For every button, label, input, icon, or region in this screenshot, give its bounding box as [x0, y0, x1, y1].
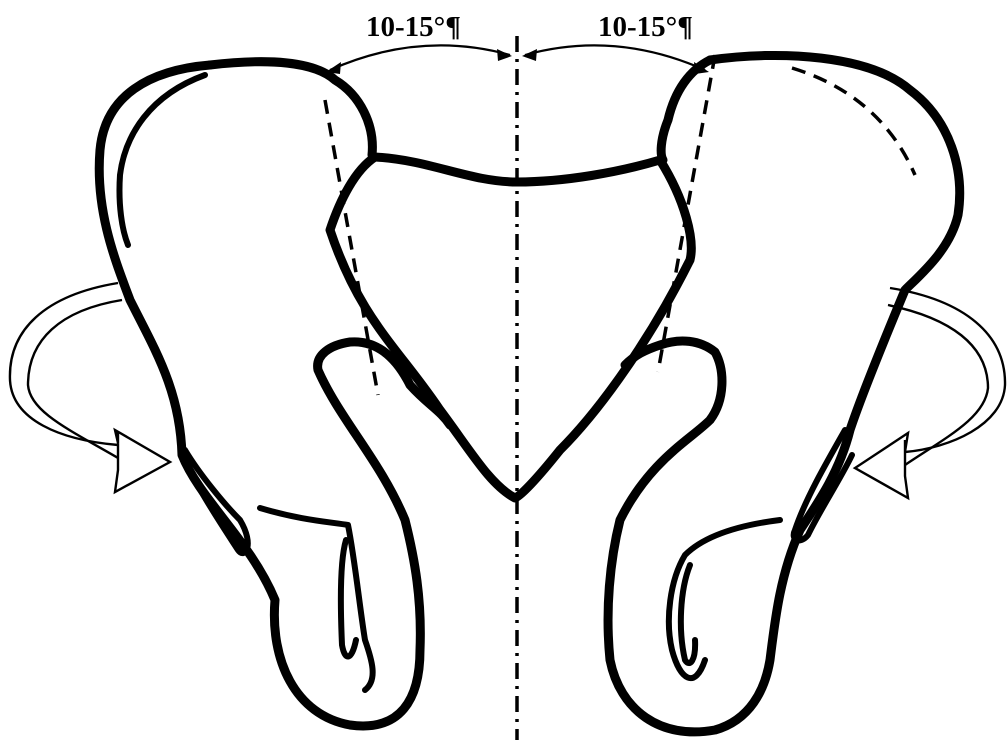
- left-rotation-arrow: [10, 283, 170, 492]
- left-angle-arc: [326, 45, 512, 74]
- sacrum: [330, 157, 691, 498]
- right-angle-label: 10-15°¶: [598, 11, 693, 43]
- right-rotation-arrow: [855, 288, 1005, 498]
- left-angle-label: 10-15°¶: [366, 11, 461, 43]
- right-angle-arc: [522, 45, 709, 74]
